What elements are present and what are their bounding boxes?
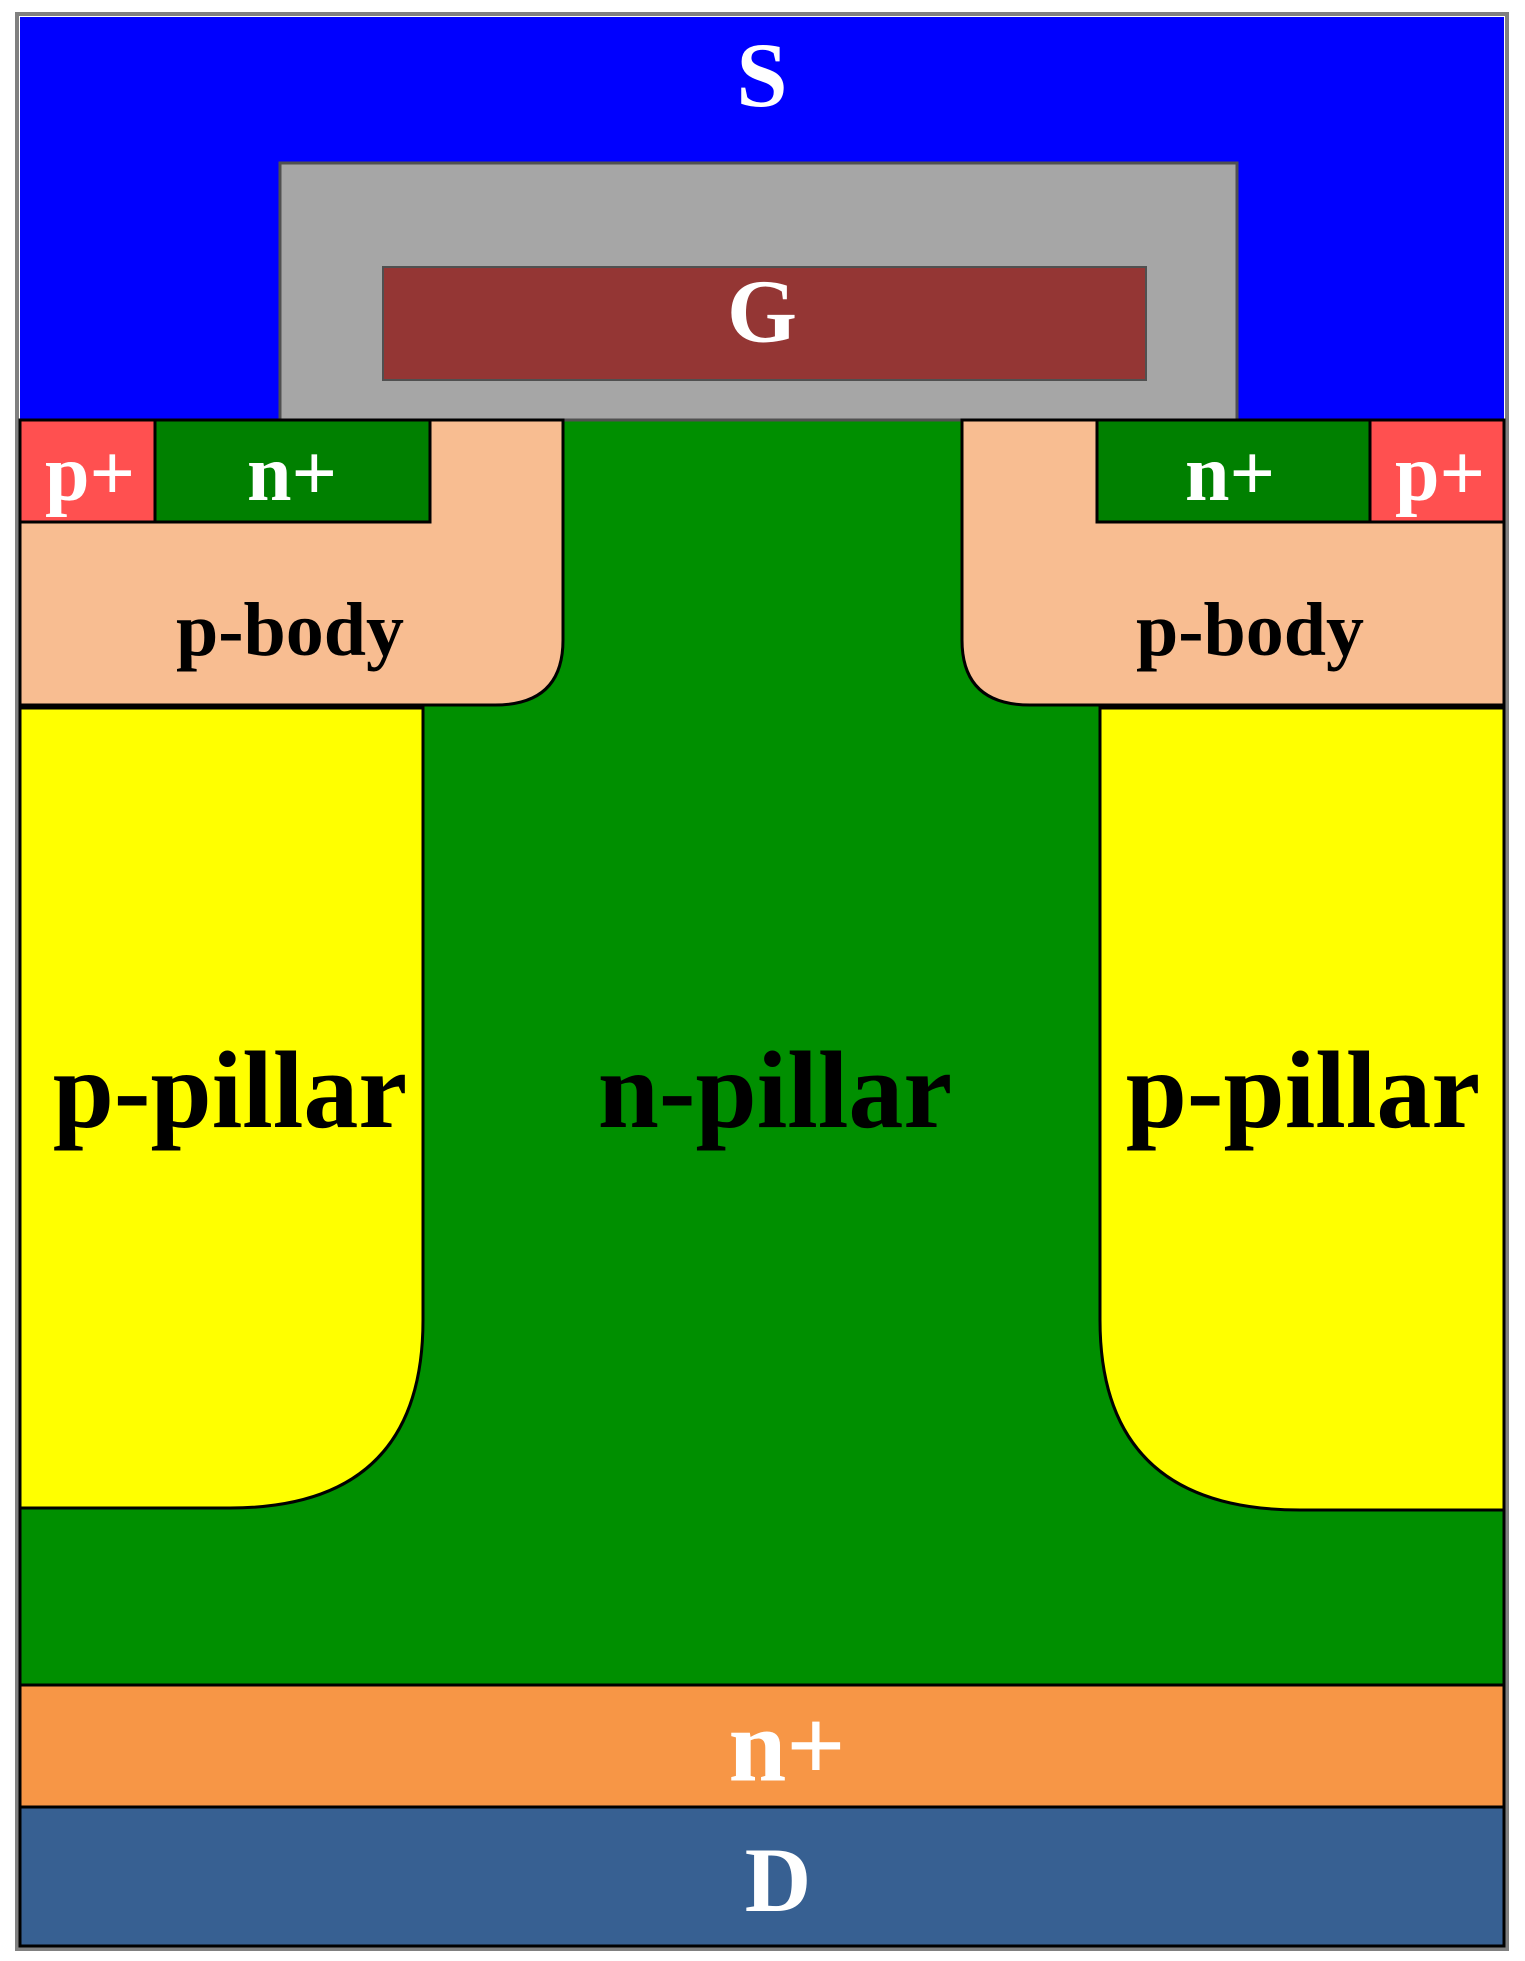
p-pillar-left	[18, 706, 425, 1510]
n-plus-substrate-label: n+	[728, 1689, 845, 1804]
drain-metal	[18, 1805, 1506, 1948]
p-pillar-left-label: p-pillar	[53, 1029, 408, 1151]
n-plus-right-label: n+	[1185, 430, 1275, 518]
p-plus-left-label: p+	[45, 430, 135, 518]
gate-poly	[382, 266, 1147, 381]
p-pillar-right	[1098, 706, 1506, 1512]
p-plus-right	[1368, 418, 1506, 524]
n-plus-substrate	[18, 1683, 1506, 1809]
n-pillar-label: n-pillar	[598, 1029, 953, 1151]
p-body-left-label: p-body	[176, 588, 404, 672]
n-plus-left	[153, 418, 432, 524]
drain-label: D	[745, 1829, 811, 1931]
p-pillar-right-label: p-pillar	[1126, 1029, 1481, 1151]
gate-label: G	[727, 263, 797, 362]
p-body-right-label: p-body	[1136, 588, 1364, 672]
p-plus-left	[18, 418, 157, 524]
source-label: S	[736, 24, 787, 126]
p-plus-right-label: p+	[1395, 430, 1485, 518]
n-plus-left-label: n+	[247, 430, 337, 518]
